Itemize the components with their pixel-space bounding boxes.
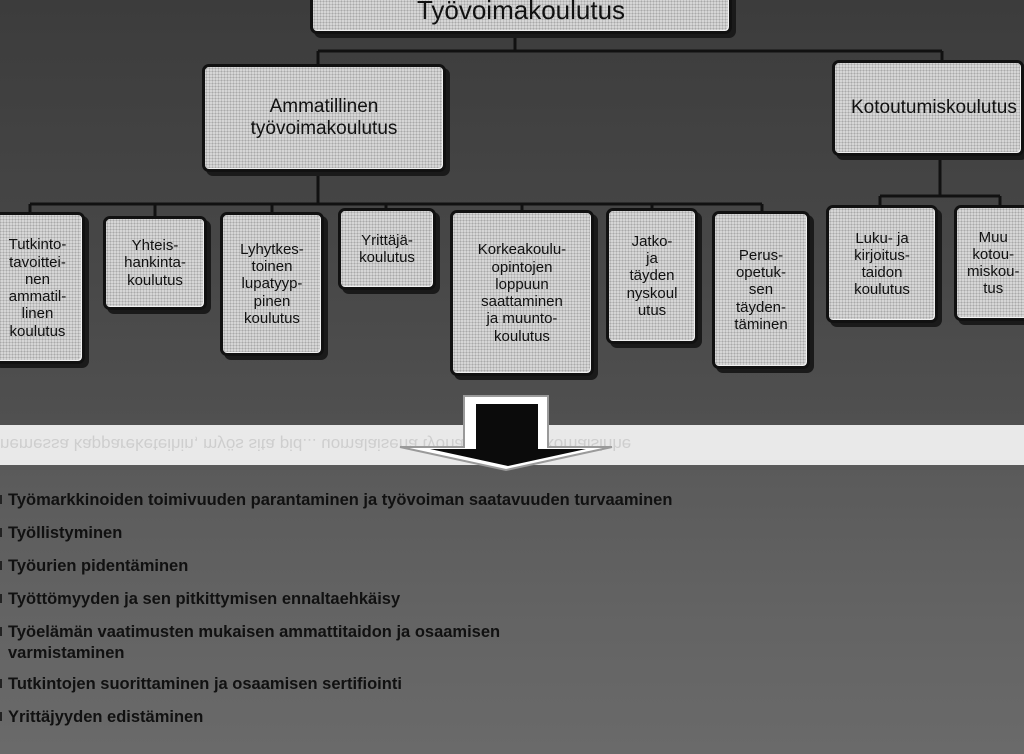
connector-lines [28, 33, 1002, 218]
child-node: Lyhytkes- toinen lupatyyp- pinen koulutu… [220, 212, 324, 356]
child-node-label: Tutkinto- tavoittei- nen ammatil- linen … [8, 236, 67, 340]
lower-background [0, 465, 1024, 754]
branch-node-label: Kotoutumiskoulutus [851, 97, 1017, 119]
child-node-label: Jatko- ja täyden nyskoul utus [626, 232, 678, 319]
child-node: Jatko- ja täyden nyskoul utus [606, 208, 698, 344]
child-node-label: Yhteis- hankinta- koulutus [124, 237, 186, 289]
root-node-label: Työvoimakoulutus [416, 0, 626, 26]
child-node-label: Lyhytkes- toinen lupatyyp- pinen koulutu… [240, 240, 304, 327]
child-node: Muu kotou- miskou- tus [954, 205, 1024, 321]
child-node-label: Korkeakoulu- opintojen loppuun saattamin… [477, 241, 567, 345]
child-node: Korkeakoulu- opintojen loppuun saattamin… [450, 210, 594, 376]
child-node-label: Luku- ja kirjoitus- taidon koulutus [854, 229, 910, 299]
branch-node-label: Ammatillinen työvoimakoulutus [250, 96, 398, 139]
child-node: Yhteis- hankinta- koulutus [103, 216, 207, 310]
down-arrow-icon [399, 395, 613, 472]
branch-node-kotoutumis: Kotoutumiskoulutus [832, 60, 1024, 156]
branch-node-ammatillinen: Ammatillinen työvoimakoulutus [202, 64, 446, 172]
child-node-label: Yrittäjä- koulutus [359, 231, 415, 266]
child-node-label: Perus- opetuk- sen täyden- täminen [734, 246, 788, 333]
goal-item: Tutkintojen suorittaminen ja osaamisen s… [0, 674, 1000, 707]
root-node: Työvoimakoulutus [310, 0, 732, 34]
child-node: Tutkinto- tavoittei- nen ammatil- linen … [0, 212, 85, 364]
child-node: Luku- ja kirjoitus- taidon koulutus [826, 205, 938, 323]
goal-item: Työllistyminen [0, 523, 1000, 556]
goal-item: Työmarkkinoiden toimivuuden parantaminen… [0, 490, 1000, 523]
goals-list: Työmarkkinoiden toimivuuden parantaminen… [0, 490, 1000, 740]
child-node-label: Muu kotou- miskou- tus [967, 228, 1020, 298]
goal-item: Yrittäjyyden edistäminen [0, 707, 1000, 740]
child-node: Perus- opetuk- sen täyden- täminen [712, 211, 810, 369]
child-node: Yrittäjä- koulutus [338, 208, 436, 290]
goal-item: Työurien pidentäminen [0, 556, 1000, 589]
goal-item: Työelämän vaatimusten mukaisen ammattita… [0, 622, 1000, 674]
goal-item: Työttömyyden ja sen pitkittymisen ennalt… [0, 589, 1000, 622]
